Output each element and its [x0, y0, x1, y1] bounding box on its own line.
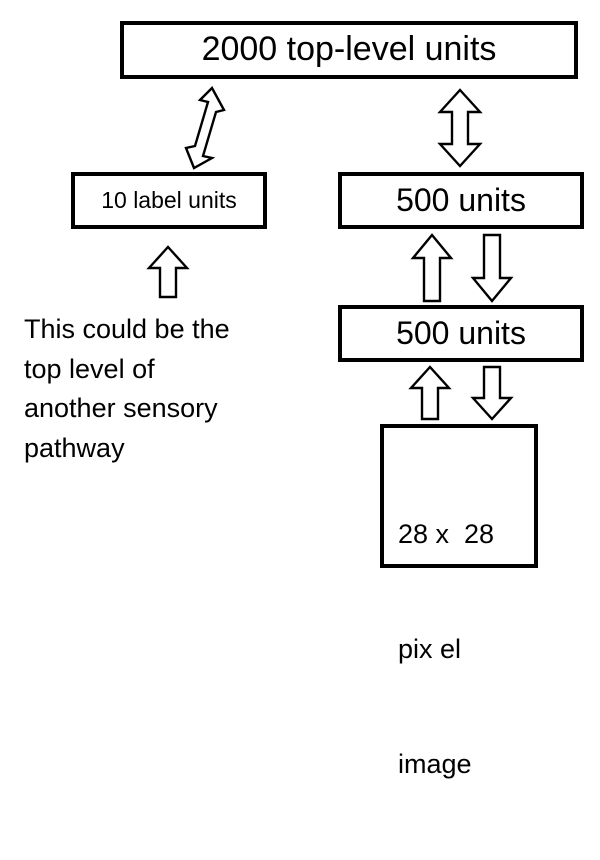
input-image-line-1: 28 x 28: [398, 518, 495, 549]
arrow-up-500-lower-to-upper-icon: [410, 233, 454, 303]
input-image-line-3: image: [398, 748, 472, 779]
double-arrow-diagonal-icon: [184, 86, 226, 170]
caption-line-2: top level of: [24, 353, 155, 384]
node-label-units[interactable]: 10 label units: [71, 172, 267, 229]
arrow-up-image-to-500-icon: [408, 365, 452, 421]
input-image-line-2: pix el: [398, 633, 462, 664]
node-top-level-units[interactable]: 2000 top-level units: [120, 21, 578, 79]
double-arrow-vertical-icon: [437, 88, 483, 168]
arrow-down-500-to-image-icon: [470, 365, 514, 421]
arrow-up-to-label-units-icon: [146, 245, 190, 299]
arrow-down-500-upper-to-lower-icon: [470, 233, 514, 303]
caption-line-3: another sensory: [24, 393, 218, 424]
caption-line-1: This could be the: [24, 314, 230, 344]
node-500-units-lower[interactable]: 500 units: [338, 305, 584, 362]
input-image-lines: 28 x 28 pix el image: [398, 438, 494, 860]
diagram-canvas: 2000 top-level units 10 label units 500 …: [24, 21, 584, 779]
node-500-units-upper[interactable]: 500 units: [338, 172, 584, 229]
caption-text: This could be the top level of another s…: [24, 310, 324, 469]
node-input-image[interactable]: 28 x 28 pix el image: [380, 424, 538, 779]
caption-line-4: pathway: [24, 433, 125, 464]
